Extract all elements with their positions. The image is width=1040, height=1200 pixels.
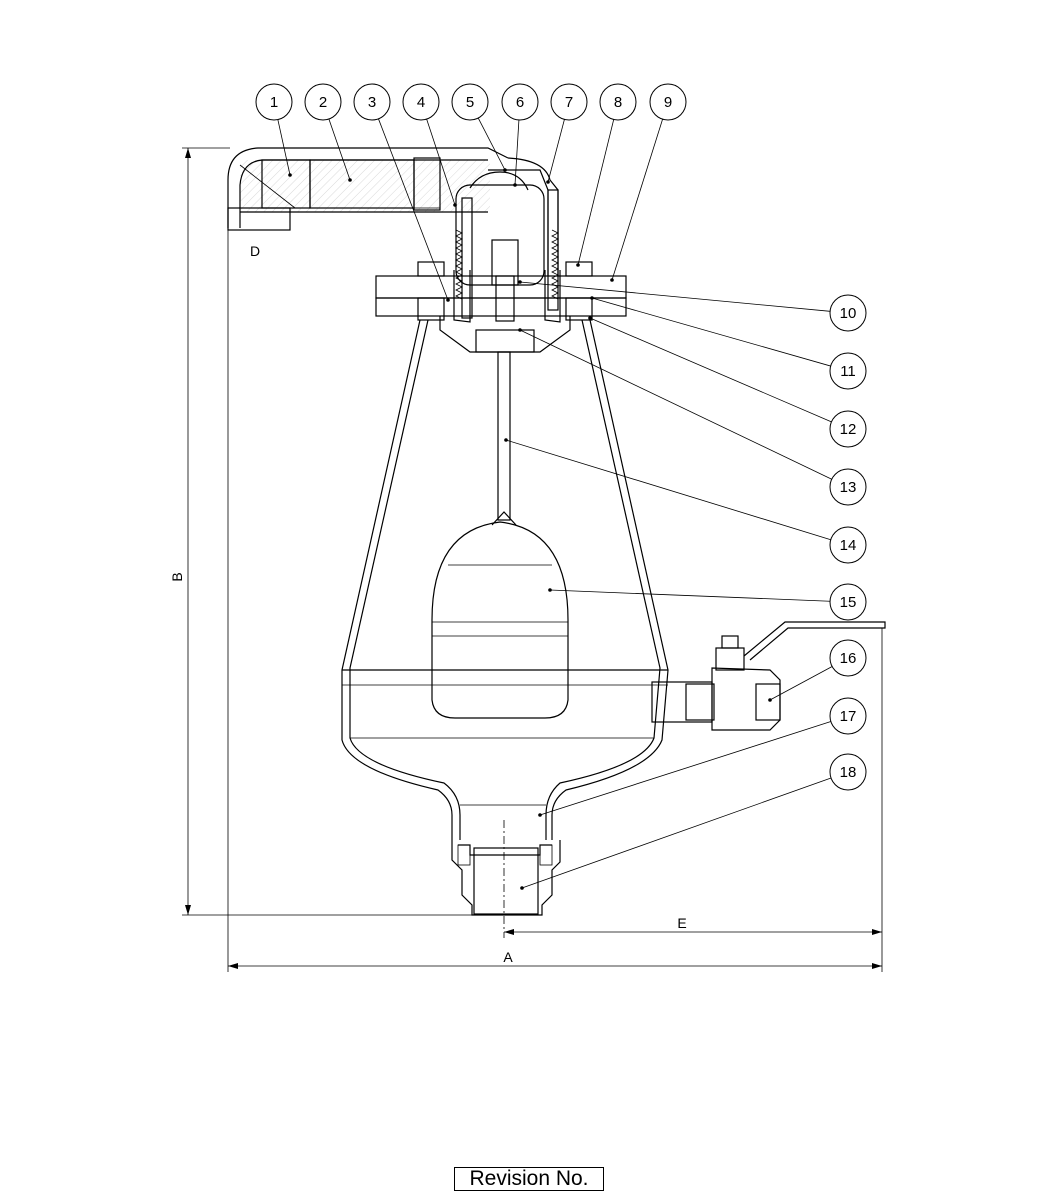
dim-label-e: E [677, 915, 686, 931]
leader-16 [769, 666, 833, 701]
leader-9 [611, 119, 663, 281]
balloon-circle-6 [501, 83, 539, 121]
dim-label-b: B [169, 572, 185, 581]
balloon-label-11: 11 [840, 363, 856, 380]
balloon-label-15: 15 [840, 594, 857, 611]
balloon-label-13: 13 [840, 479, 857, 496]
balloon-label-7: 7 [565, 94, 573, 111]
leader-8 [577, 119, 615, 266]
flange [375, 261, 627, 353]
balloon-circle-10 [829, 294, 867, 332]
leader-dot-7 [546, 180, 550, 184]
leader-18 [521, 777, 832, 889]
dimension-lines [182, 147, 883, 972]
leader-dot-17 [538, 813, 542, 817]
conical-body [341, 319, 669, 840]
balloon-circle-8 [599, 83, 637, 121]
balloon-label-14: 14 [840, 537, 857, 554]
leader-2 [328, 118, 351, 181]
balloon-circle-13 [829, 468, 867, 506]
dim-label-a: A [503, 949, 513, 965]
leader-4 [426, 118, 456, 206]
balloon-label-12: 12 [840, 421, 857, 438]
balloon-label-3: 3 [368, 94, 376, 111]
balloon-circle-14 [829, 526, 867, 564]
leader-3 [378, 118, 449, 301]
leader-15 [549, 589, 831, 602]
leader-17 [539, 721, 831, 816]
balloon-circle-17 [829, 697, 867, 735]
balloon-circle-15 [829, 583, 867, 621]
leader-6 [514, 119, 520, 186]
leader-lines [277, 117, 833, 890]
balloon-circle-3 [353, 83, 391, 121]
revision-label: Revision No. [454, 1167, 604, 1191]
leader-dot-18 [520, 886, 524, 890]
balloon-circle-16 [829, 639, 867, 677]
leader-7 [547, 119, 565, 183]
leader-11 [591, 297, 831, 367]
float [431, 521, 569, 719]
balloon-circle-12 [829, 410, 867, 448]
leader-dot-5 [503, 168, 507, 172]
leader-dot-6 [513, 183, 517, 187]
leader-dot-12 [588, 316, 592, 320]
balloon-label-4: 4 [417, 94, 425, 111]
leader-12 [589, 317, 832, 423]
leader-14 [505, 439, 831, 541]
leader-dot-13 [518, 328, 522, 332]
balloon-label-16: 16 [840, 650, 857, 667]
balloon-label-8: 8 [614, 94, 622, 111]
leader-10 [519, 281, 831, 312]
balloon-label-17: 17 [840, 708, 857, 725]
leader-5 [477, 117, 506, 171]
balloon-label-6: 6 [516, 94, 524, 111]
leader-dot-8 [576, 263, 580, 267]
balloon-label-9: 9 [664, 94, 672, 111]
leader-dot-10 [518, 280, 522, 284]
balloon-label-1: 1 [270, 94, 278, 111]
leader-dot-4 [453, 203, 457, 207]
leader-dot-3 [446, 298, 450, 302]
balloon-label-10: 10 [840, 305, 857, 322]
leader-13 [519, 329, 832, 480]
leader-dot-15 [548, 588, 552, 592]
balloon-circle-5 [451, 83, 489, 121]
balloon-circle-9 [649, 83, 687, 121]
leader-dot-14 [504, 438, 508, 442]
leader-dot-2 [348, 178, 352, 182]
balloon-circle-2 [304, 83, 342, 121]
outlet-elbow [227, 147, 509, 231]
leader-1 [277, 119, 291, 176]
balloon-circle-7 [550, 83, 588, 121]
side-ball-valve [651, 621, 886, 731]
stem [491, 351, 517, 526]
leader-dot-16 [768, 698, 772, 702]
leader-dot-1 [288, 173, 292, 177]
dim-label-d: D [250, 243, 260, 259]
balloon-label-5: 5 [466, 94, 474, 111]
balloon-circle-11 [829, 352, 867, 390]
inlet-fitting [451, 840, 561, 916]
balloon-circle-18 [829, 753, 867, 791]
balloon-label-2: 2 [319, 94, 327, 111]
leader-dot-9 [610, 278, 614, 282]
balloon-label-18: 18 [840, 764, 857, 781]
balloon-circle-4 [402, 83, 440, 121]
balloon-circle-1 [255, 83, 293, 121]
leader-dot-11 [590, 296, 594, 300]
